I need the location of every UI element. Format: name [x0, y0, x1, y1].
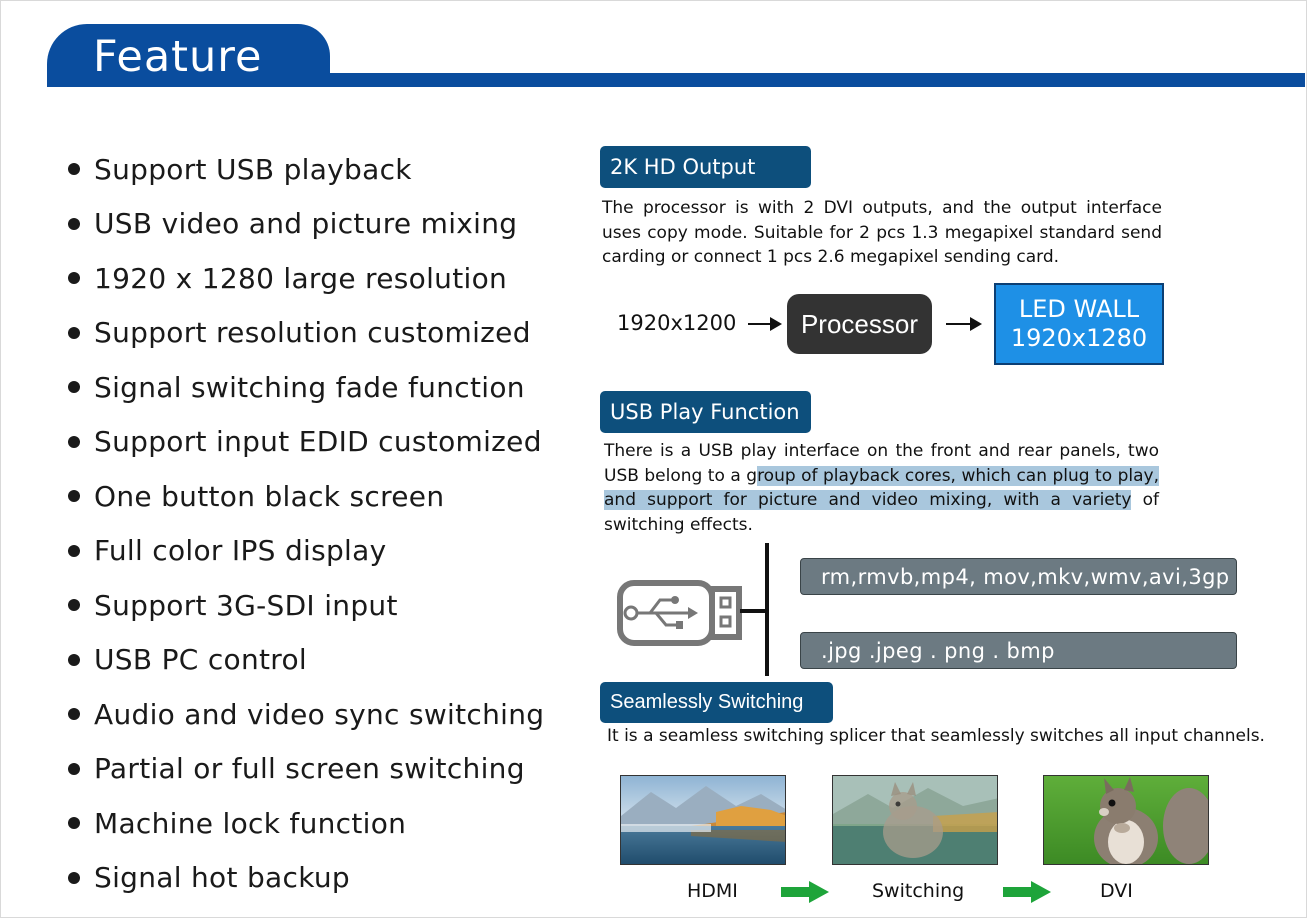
bullet-icon — [68, 544, 80, 557]
seamless-description: It is a seamless switching splicer that … — [607, 726, 1265, 746]
feature-text: One button black screen — [94, 479, 445, 513]
step-caption-dvi: DVI — [1100, 880, 1133, 902]
feature-text: Support input EDID customized — [94, 425, 542, 459]
feature-item: Signal hot backup — [68, 851, 544, 906]
feature-text: USB video and picture mixing — [94, 207, 518, 241]
feature-item: USB PC control — [68, 633, 544, 688]
bullet-icon — [68, 326, 80, 339]
led-wall-label: LED WALL — [1018, 295, 1140, 323]
step-caption-hdmi: HDMI — [687, 880, 738, 902]
bullet-icon — [68, 217, 80, 230]
feature-text: Support 3G-SDI input — [94, 588, 398, 622]
bullet-icon — [68, 599, 80, 612]
header-tab — [47, 24, 330, 87]
hdmi-landscape-image — [620, 775, 786, 865]
image-formats-badge: .jpg .jpeg . png . bmp — [800, 632, 1237, 669]
connector-stub — [740, 609, 768, 613]
seamless-title: Seamlessly Switching — [600, 682, 833, 723]
feature-item: Audio and video sync switching — [68, 687, 544, 742]
switching-blend-image — [832, 775, 998, 865]
feature-text: Full color IPS display — [94, 534, 387, 568]
green-arrow-right-icon — [781, 881, 829, 903]
hd-output-title: 2K HD Output — [600, 146, 811, 188]
feature-text: Support USB playback — [94, 152, 412, 186]
arrow-right-icon — [748, 317, 782, 331]
bullet-icon — [68, 817, 80, 830]
bullet-icon — [68, 762, 80, 775]
feature-text: Support resolution customized — [94, 316, 531, 350]
input-resolution-label: 1920x1200 — [617, 311, 737, 335]
led-wall-resolution: 1920x1280 — [1010, 324, 1148, 352]
feature-text: Audio and video sync switching — [94, 697, 545, 731]
bullet-icon — [68, 490, 80, 503]
led-wall-box: LED WALL 1920x1280 — [994, 283, 1164, 365]
header-bar — [320, 73, 1305, 87]
feature-item: 1920 x 1280 large resolution — [68, 251, 544, 306]
page-title: Feature — [93, 32, 263, 82]
feature-text: Machine lock function — [94, 806, 407, 840]
arrow-right-icon — [946, 317, 982, 331]
feature-item: Signal switching fade function — [68, 360, 544, 415]
feature-item: Support resolution customized — [68, 306, 544, 361]
video-formats-badge: rm,rmvb,mp4, mov,mkv,wmv,avi,3gp — [800, 558, 1237, 595]
bullet-icon — [68, 871, 80, 884]
hd-output-description: The processor is with 2 DVI outputs, and… — [602, 198, 1162, 267]
feature-item: Machine lock function — [68, 796, 544, 851]
feature-item: Support USB playback — [68, 142, 544, 197]
step-caption-switching: Switching — [872, 880, 965, 902]
bullet-icon — [68, 653, 80, 666]
feature-text: USB PC control — [94, 643, 307, 677]
bullet-icon — [68, 435, 80, 448]
bullet-icon — [68, 381, 80, 394]
green-arrow-right-icon — [1003, 881, 1051, 903]
feature-text: 1920 x 1280 large resolution — [94, 261, 508, 295]
feature-text: Signal hot backup — [94, 861, 350, 895]
feature-item: Partial or full screen switching — [68, 742, 544, 797]
feature-text: Partial or full screen switching — [94, 752, 525, 786]
bullet-icon — [68, 272, 80, 285]
bullet-icon — [68, 708, 80, 721]
bullet-icon — [68, 163, 80, 176]
feature-item: Support input EDID customized — [68, 415, 544, 470]
usb-play-description: There is a USB play interface on the fro… — [604, 439, 1159, 537]
feature-text: Signal switching fade function — [94, 370, 525, 404]
dvi-squirrel-image — [1043, 775, 1209, 865]
feature-item: USB video and picture mixing — [68, 197, 544, 252]
usb-play-text: There is a USB play interface on the fro… — [604, 441, 1159, 486]
feature-item: Support 3G-SDI input — [68, 578, 544, 633]
processor-box: Processor — [787, 294, 932, 354]
feature-item: One button black screen — [68, 469, 544, 524]
feature-item: Full color IPS display — [68, 524, 544, 579]
usb-stick-icon — [617, 580, 742, 646]
usb-play-text-tail: of switching effects. — [604, 490, 1159, 535]
usb-play-title: USB Play Function — [600, 391, 811, 433]
